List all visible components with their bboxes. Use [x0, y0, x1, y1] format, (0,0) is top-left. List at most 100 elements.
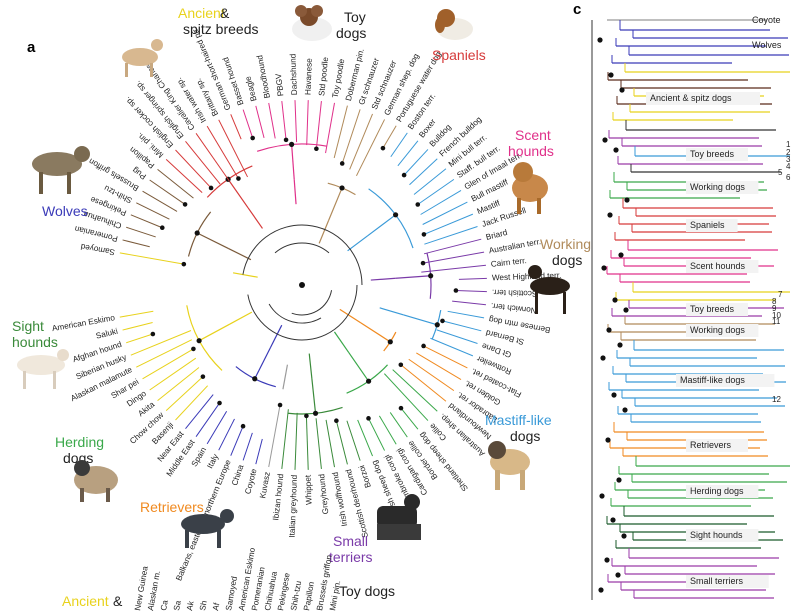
- sheltie-thumb: [74, 460, 118, 502]
- bottom-fragment: Af: [211, 601, 221, 611]
- panel-c-box-label: Sight hounds: [690, 530, 743, 540]
- scent-label-1: Scent: [515, 127, 551, 143]
- leaf-label: Cairn terr.: [490, 256, 527, 269]
- spaniels-label: Spaniels: [432, 47, 486, 63]
- panel-c-number: 8: [772, 297, 777, 306]
- panel-c-letter: c: [573, 1, 581, 18]
- leaf-label: Mastiff: [476, 198, 502, 216]
- panel-c-box-label: Spaniels: [690, 220, 725, 230]
- bottom-ancient-label: Ancient: [62, 593, 109, 609]
- leaf-label: Australian terr.: [488, 237, 542, 255]
- panel-c-number: 7: [778, 290, 783, 299]
- borzoi-thumb: [17, 349, 69, 389]
- panel-c-box-label: Toy breeds: [690, 304, 735, 314]
- basenji-thumb: [122, 39, 163, 77]
- panel-c-box: [686, 439, 748, 452]
- panel-c-box: [646, 92, 760, 105]
- retrievers-label: Retrievers: [140, 499, 204, 515]
- panel-c-number: 4: [786, 162, 791, 171]
- panel-c-box: [686, 148, 748, 161]
- radial-phylogenetic-tree: [119, 100, 487, 470]
- panel-c-box: [686, 485, 759, 498]
- leaf-label: China: [230, 463, 245, 487]
- dog-thumbnails: [17, 5, 570, 548]
- leaf-label: Pug: [130, 165, 147, 181]
- leaf-label: Saluki: [95, 327, 119, 341]
- leaf-label: Greyhound: [317, 473, 330, 515]
- ancient-amp: &: [220, 5, 230, 21]
- herding-label-1: Herding: [55, 434, 104, 450]
- leaf-label: Norwich terr.: [490, 301, 537, 315]
- retriever-thumb: [181, 509, 234, 548]
- panel-c-number: 12: [772, 395, 781, 404]
- leaf-label: Italy: [205, 452, 220, 470]
- leaf-label: Ibizan hound: [271, 473, 285, 521]
- clade-labels: Ancient & spitz breeds Toy dogs Spaniels…: [12, 5, 591, 565]
- panel-c-box-label: Small terriers: [690, 576, 744, 586]
- mastiff-label-1: Mastiff-like: [485, 412, 552, 428]
- leaf-label: PBGV: [274, 73, 285, 97]
- bottom-fragment: Sa: [172, 599, 183, 611]
- terriers-label-1: Small: [333, 533, 368, 549]
- panel-c-number: 5: [778, 168, 783, 177]
- leaf-label: Samoyed: [80, 242, 116, 257]
- leaf-label: Havanese: [304, 58, 314, 96]
- panel-c-box: [676, 374, 775, 387]
- panel-c-box: [686, 303, 748, 316]
- bottom-fragment: Sh: [198, 599, 209, 611]
- scottie-thumb: [377, 494, 421, 540]
- ancient-label-1: Ancient: [178, 5, 225, 21]
- panel-c-box: [686, 324, 759, 337]
- leaf-label: Italian greyhound: [288, 474, 299, 538]
- panel-c-number: 6: [786, 173, 791, 182]
- panel-c-number: 1: [786, 140, 791, 149]
- bottom-fragment: Ca: [159, 599, 170, 611]
- panel-c-box-label: Retrievers: [690, 440, 732, 450]
- toy-label-2: dogs: [336, 25, 366, 41]
- leaf-label: Std poodle: [317, 56, 330, 96]
- doberman-thumb: [528, 265, 570, 314]
- panel-c-box-label: Scent hounds: [690, 261, 746, 271]
- panel-c-wolves-label: Wolves: [752, 40, 782, 50]
- papillon-thumb: [292, 5, 332, 41]
- spaniel-thumb: [435, 9, 473, 40]
- bottom-fragment: Samoyed: [224, 575, 239, 611]
- sight-label-2: hounds: [12, 334, 58, 350]
- bloodhound-thumb: [512, 162, 548, 214]
- sight-label-1: Sight: [12, 318, 44, 334]
- leaf-label: Kuvasz: [258, 471, 272, 499]
- leaf-label: Bloodhound: [255, 54, 272, 99]
- panel-c-number: 11: [772, 317, 781, 326]
- bottom-fragment: Ak: [185, 599, 196, 611]
- bottom-fragment: Papillon: [302, 581, 316, 611]
- leaf-label: West Highland terr.: [492, 271, 562, 282]
- panel-c-box: [686, 575, 769, 588]
- panel-c-box-label: Toy breeds: [690, 149, 735, 159]
- panel-c-box-label: Working dogs: [690, 182, 745, 192]
- ancient-label-2: spitz breeds: [183, 21, 258, 37]
- leaf-label: Whippet: [304, 474, 314, 505]
- mastiff-label-2: dogs: [510, 428, 540, 444]
- panel-c-box-label: Mastiff-like dogs: [680, 375, 745, 385]
- leaf-label: Dachshund: [288, 53, 299, 95]
- panel-c-box-label: Herding dogs: [690, 486, 744, 496]
- wolf-thumb: [32, 146, 90, 194]
- panel-c-coyote-label: Coyote: [752, 15, 781, 25]
- working-label-1: Working: [540, 236, 591, 252]
- panel-c-number: 3: [786, 155, 791, 164]
- leaf-label: Toy poodle: [331, 58, 347, 99]
- working-label-2: dogs: [552, 252, 582, 268]
- bottom-amp: &: [113, 593, 123, 609]
- leaf-label: Borzoi: [357, 464, 373, 489]
- panel-c-number: 9: [772, 304, 777, 313]
- leaf-label: Coyote: [243, 467, 258, 495]
- toy-label-1: Toy: [344, 9, 366, 25]
- leaf-label: Beagle: [243, 75, 258, 102]
- panel-c-box: [686, 260, 759, 273]
- mastiff-thumb: [488, 441, 530, 490]
- panel-c-box: [686, 219, 738, 232]
- panel-c-box-label: Ancient & spitz dogs: [650, 93, 732, 103]
